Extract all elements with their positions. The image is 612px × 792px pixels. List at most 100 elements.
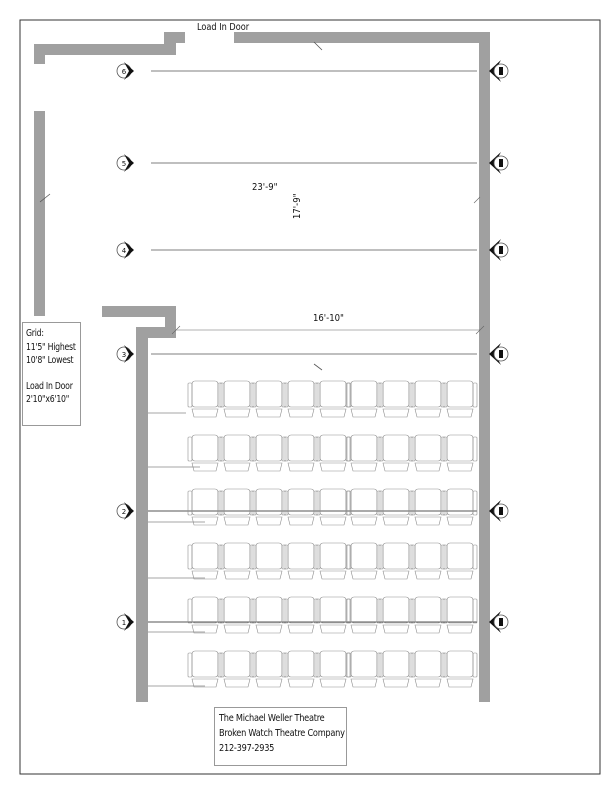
seat-arm [187, 382, 193, 408]
seat [219, 650, 255, 688]
seat [378, 542, 414, 580]
seat-back [319, 650, 347, 678]
seat-cushion [255, 462, 283, 472]
seat-arm [410, 436, 416, 462]
pipe-number: 3 [122, 351, 126, 359]
seat [410, 488, 446, 526]
notes-box [22, 322, 81, 426]
seat-back [350, 380, 378, 408]
seat [219, 542, 255, 580]
seat-back [414, 380, 442, 408]
seat-arm [283, 436, 289, 462]
seat [187, 434, 223, 472]
seat-cushion [382, 462, 410, 472]
seat-cushion [191, 408, 219, 418]
seat-back [446, 650, 474, 678]
seat-cushion [350, 570, 378, 580]
seat-back [382, 596, 410, 624]
seat-cushion [255, 624, 283, 634]
seat-back [446, 596, 474, 624]
seat-cushion [446, 516, 474, 526]
seat-back [287, 596, 315, 624]
seat-cushion [255, 516, 283, 526]
seat-cushion [191, 462, 219, 472]
seat-back [223, 542, 251, 570]
seat-arm [313, 436, 319, 462]
seat-arm [251, 436, 257, 462]
section-marker-bar [499, 67, 503, 75]
seat-back [287, 434, 315, 462]
load-in-door-title: Load In Door [26, 380, 73, 392]
seat-back [255, 650, 283, 678]
seat-cushion [414, 678, 442, 688]
seat-arm [217, 490, 223, 516]
seat-arm [378, 490, 384, 516]
seat-cushion [223, 678, 251, 688]
seat [187, 596, 223, 634]
seat-cushion [319, 516, 347, 526]
seat [187, 380, 223, 418]
seat-arm [217, 544, 223, 570]
seat-arm [410, 598, 416, 624]
seat-arm [345, 652, 351, 678]
seat-back [414, 596, 442, 624]
seat-arm [251, 544, 257, 570]
wall-step [136, 327, 176, 338]
seat [251, 380, 287, 418]
seat-arm [283, 544, 289, 570]
seat [346, 434, 382, 472]
seat-arm [281, 490, 287, 516]
seat [187, 542, 223, 580]
seat-arm [313, 490, 319, 516]
seat [315, 542, 351, 580]
right-markers [489, 60, 509, 633]
pipe-number: 5 [122, 160, 126, 168]
seat-cushion [414, 570, 442, 580]
seat-back [382, 380, 410, 408]
seat [283, 434, 319, 472]
seat-arm [217, 652, 223, 678]
step-lines [148, 412, 205, 687]
pipe-marker-arrow [124, 345, 134, 363]
wall-ledge-drop [165, 306, 176, 338]
seat-cushion [319, 624, 347, 634]
seat-cushion [319, 570, 347, 580]
seat-back [223, 380, 251, 408]
pipe-number: 2 [122, 508, 126, 516]
seat-back [223, 434, 251, 462]
seat-cushion [255, 408, 283, 418]
seat-arm [442, 544, 448, 570]
wall-door-jamb-upper [164, 32, 185, 43]
seat-cushion [319, 408, 347, 418]
seat [442, 650, 478, 688]
seat-cushion [382, 624, 410, 634]
seat-arm [251, 490, 257, 516]
seat-cushion [350, 624, 378, 634]
seat-arm [315, 652, 321, 678]
seat [442, 434, 478, 472]
grid-title: Grid: [26, 328, 44, 339]
wall-right [479, 32, 490, 702]
seat [346, 650, 382, 688]
wall-top-left-return [34, 44, 45, 64]
seat-cushion [446, 624, 474, 634]
seat [251, 434, 287, 472]
seat-arm [313, 598, 319, 624]
seat-cushion [287, 678, 315, 688]
load-in-door-size: 2'10"x6'10" [26, 394, 70, 405]
seat-back [255, 542, 283, 570]
seat-arm [408, 598, 414, 624]
seat-arm [217, 598, 223, 624]
seat-arm [315, 436, 321, 462]
seat-cushion [223, 408, 251, 418]
seat-arm [346, 652, 352, 678]
seat-arm [410, 382, 416, 408]
seat [410, 434, 446, 472]
pipe-number: 4 [122, 247, 127, 255]
seat-back [287, 542, 315, 570]
seat-back [350, 542, 378, 570]
seat-arm [283, 382, 289, 408]
seat-cushion [350, 462, 378, 472]
